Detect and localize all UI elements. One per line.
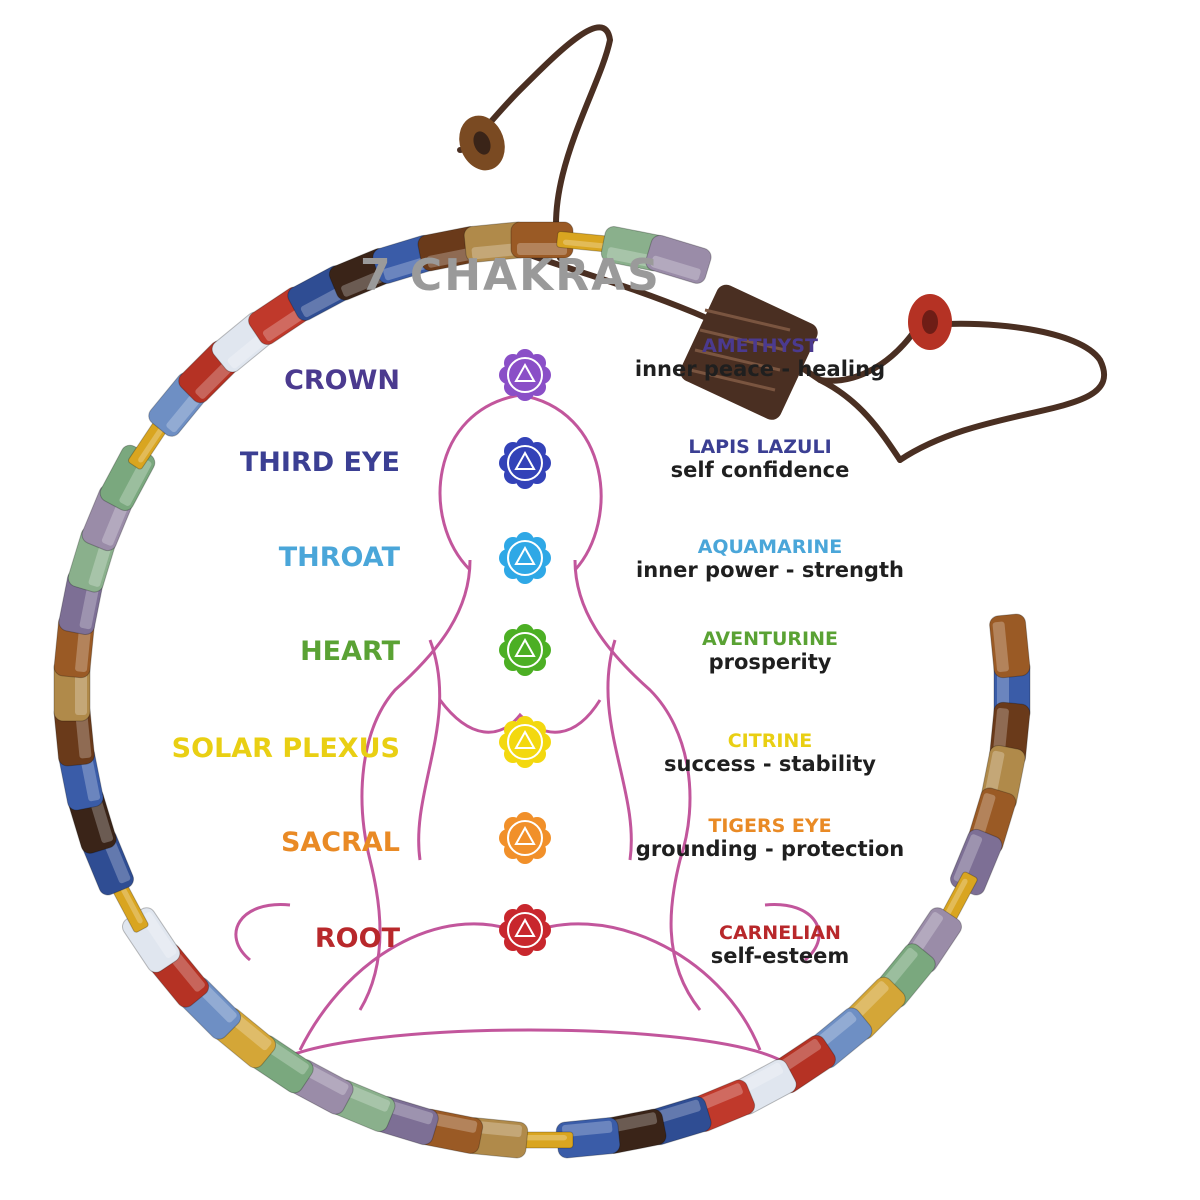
stone-block-lapis: LAPIS LAZULI self confidence <box>640 436 880 482</box>
stone-name-citrine: CITRINE <box>727 730 813 752</box>
stone-block-tigers-eye: TIGERS EYE grounding - protection <box>630 815 910 861</box>
chakra-card <box>72 220 1012 1160</box>
stone-block-amethyst: AMETHYST inner peace - healing <box>620 335 900 381</box>
root-chakra-icon <box>499 904 551 956</box>
stone-block-citrine: CITRINE success - stability <box>655 730 885 776</box>
stone-meaning-citrine: success - stability <box>664 752 876 776</box>
stone-meaning-lapis-lazuli: self confidence <box>670 458 850 482</box>
stone-name-amethyst: AMETHYST <box>702 335 818 357</box>
gemstone-bead <box>555 1117 621 1159</box>
stone-name-aquamarine: AQUAMARINE <box>697 536 843 558</box>
chakra-name-third-eye: THIRD EYE <box>239 447 400 478</box>
bead-ring <box>53 221 1031 1159</box>
heart-chakra-icon <box>499 624 551 676</box>
cord-end-bead-right <box>908 294 952 350</box>
stone-block-aquamarine: AQUAMARINE inner power - strength <box>630 536 910 582</box>
card-title: 7 CHAKRAS <box>360 250 661 301</box>
crown-chakra-icon <box>499 349 551 401</box>
stone-block-carnelian: CARNELIAN self-esteem <box>690 922 870 968</box>
sacral-chakra-icon <box>499 812 551 864</box>
chakra-name-heart: HEART <box>300 636 400 667</box>
stone-name-lapis-lazuli: LAPIS LAZULI <box>688 436 832 458</box>
chakra-name-sacral: SACRAL <box>280 827 400 858</box>
gemstone-bead <box>645 234 712 284</box>
figure-hands <box>234 903 821 962</box>
solar-plexus-chakra-icon <box>499 716 551 768</box>
third-eye-chakra-icon <box>499 437 551 489</box>
stone-name-aventurine: AVENTURINE <box>702 628 838 650</box>
stone-block-aventurine: AVENTURINE prosperity <box>660 628 880 674</box>
chakra-icons <box>499 349 551 956</box>
stone-meaning-tigers-eye: grounding - protection <box>635 837 905 861</box>
chakra-name-crown: CROWN <box>284 365 400 396</box>
cord-end-bead-left <box>459 115 505 171</box>
chakra-name-solar-plexus: SOLAR PLEXUS <box>171 733 400 764</box>
gemstone-bead <box>989 613 1031 679</box>
chakra-name-root: ROOT <box>314 923 400 954</box>
stone-meaning-aquamarine: inner power - strength <box>636 558 904 582</box>
stone-meaning-amethyst: inner peace - healing <box>634 357 886 381</box>
stone-meaning-aventurine: prosperity <box>708 650 832 674</box>
throat-chakra-icon <box>499 532 551 584</box>
sliding-knot <box>680 284 818 420</box>
chakra-name-throat: THROAT <box>278 542 400 573</box>
stone-name-tigers-eye: TIGERS EYE <box>708 815 832 837</box>
stone-meaning-carnelian: self-esteem <box>710 944 850 968</box>
stone-name-carnelian: CARNELIAN <box>719 922 841 944</box>
